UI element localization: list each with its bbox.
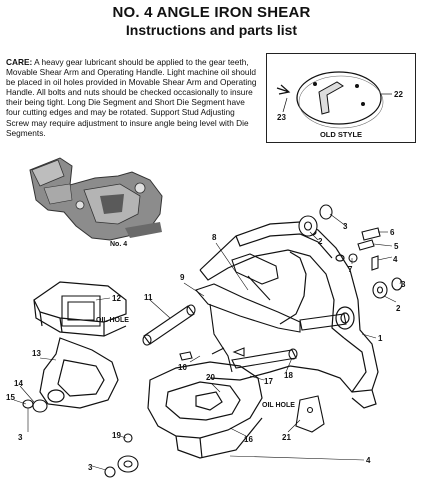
hardware	[22, 204, 403, 478]
care-label: CARE:	[6, 57, 33, 67]
callout-5: 5	[394, 242, 399, 251]
page-title: NO. 4 ANGLE IRON SHEAR	[112, 4, 311, 21]
old-style-bolt-hole	[313, 82, 317, 86]
callout-14: 14	[14, 379, 23, 388]
lower-die-assembly	[147, 361, 263, 459]
callout-9: 9	[180, 273, 185, 282]
page-subtitle: Instructions and parts list	[125, 22, 298, 38]
shear-photo	[29, 157, 163, 241]
leader-line	[282, 97, 288, 113]
callout-4: 4	[393, 255, 398, 264]
callout-3: 3	[343, 222, 348, 231]
old-style-label: OLD STYLE	[319, 130, 363, 139]
callout-12: 12	[112, 294, 121, 303]
old-style-bolt-hole	[361, 102, 365, 106]
old-style-screw	[276, 84, 291, 95]
bolt	[357, 239, 375, 251]
bracket	[295, 395, 325, 433]
old-style-plate-edge	[298, 75, 384, 129]
callout-1: 1	[378, 334, 383, 343]
old-style-plate	[296, 71, 382, 125]
callout-3: 3	[401, 280, 406, 289]
callout-19: 19	[112, 431, 121, 440]
shaft	[142, 304, 196, 346]
old-style-bolt-hole	[355, 84, 359, 88]
callout-10: 10	[178, 363, 187, 372]
old-style-inset: 22 23 OLD STYLE	[266, 53, 416, 143]
callout-23: 23	[277, 113, 286, 122]
care-instructions: CARE: A heavy gear lubricant should be a…	[6, 57, 258, 138]
callout-21: 21	[282, 433, 291, 442]
callout-3: 3	[18, 433, 23, 442]
callout-4: 4	[366, 456, 371, 465]
nut	[348, 253, 358, 263]
callout-8: 8	[212, 233, 217, 242]
callout-3: 3	[88, 463, 93, 472]
oil-hole-label: OIL HOLE	[262, 402, 295, 409]
oil-hole-label: OIL HOLE	[96, 317, 129, 324]
screw	[123, 433, 133, 443]
nut	[22, 399, 34, 409]
care-text: A heavy gear lubricant should be applied…	[6, 57, 257, 138]
washer	[32, 399, 48, 413]
movable-shear-arm	[195, 253, 301, 373]
callout-15: 15	[6, 393, 15, 402]
callout-2: 2	[396, 304, 401, 313]
callout-6: 6	[390, 228, 395, 237]
main-frame	[199, 221, 379, 409]
nut	[319, 204, 333, 220]
bolt	[361, 227, 381, 241]
old-style-drawing: 22 23	[276, 71, 403, 129]
old-style-die	[318, 81, 344, 115]
nut	[104, 466, 116, 478]
leader-lines	[13, 213, 402, 471]
callout-7: 7	[348, 265, 353, 274]
operating-handle	[33, 281, 127, 409]
callout-16: 16	[244, 435, 253, 444]
pin	[179, 351, 193, 361]
callout-17: 17	[264, 377, 273, 386]
screw	[371, 255, 379, 271]
callout-2: 2	[318, 237, 323, 246]
support-stud	[231, 313, 347, 369]
callout-18: 18	[284, 371, 293, 380]
callout-22: 22	[394, 90, 403, 99]
callout-20: 20	[206, 373, 215, 382]
nut	[391, 277, 403, 291]
callout-13: 13	[32, 349, 41, 358]
link-plate	[61, 295, 101, 327]
callout-11: 11	[144, 293, 153, 302]
pin	[232, 347, 245, 357]
photo-caption: No. 4	[110, 241, 127, 248]
